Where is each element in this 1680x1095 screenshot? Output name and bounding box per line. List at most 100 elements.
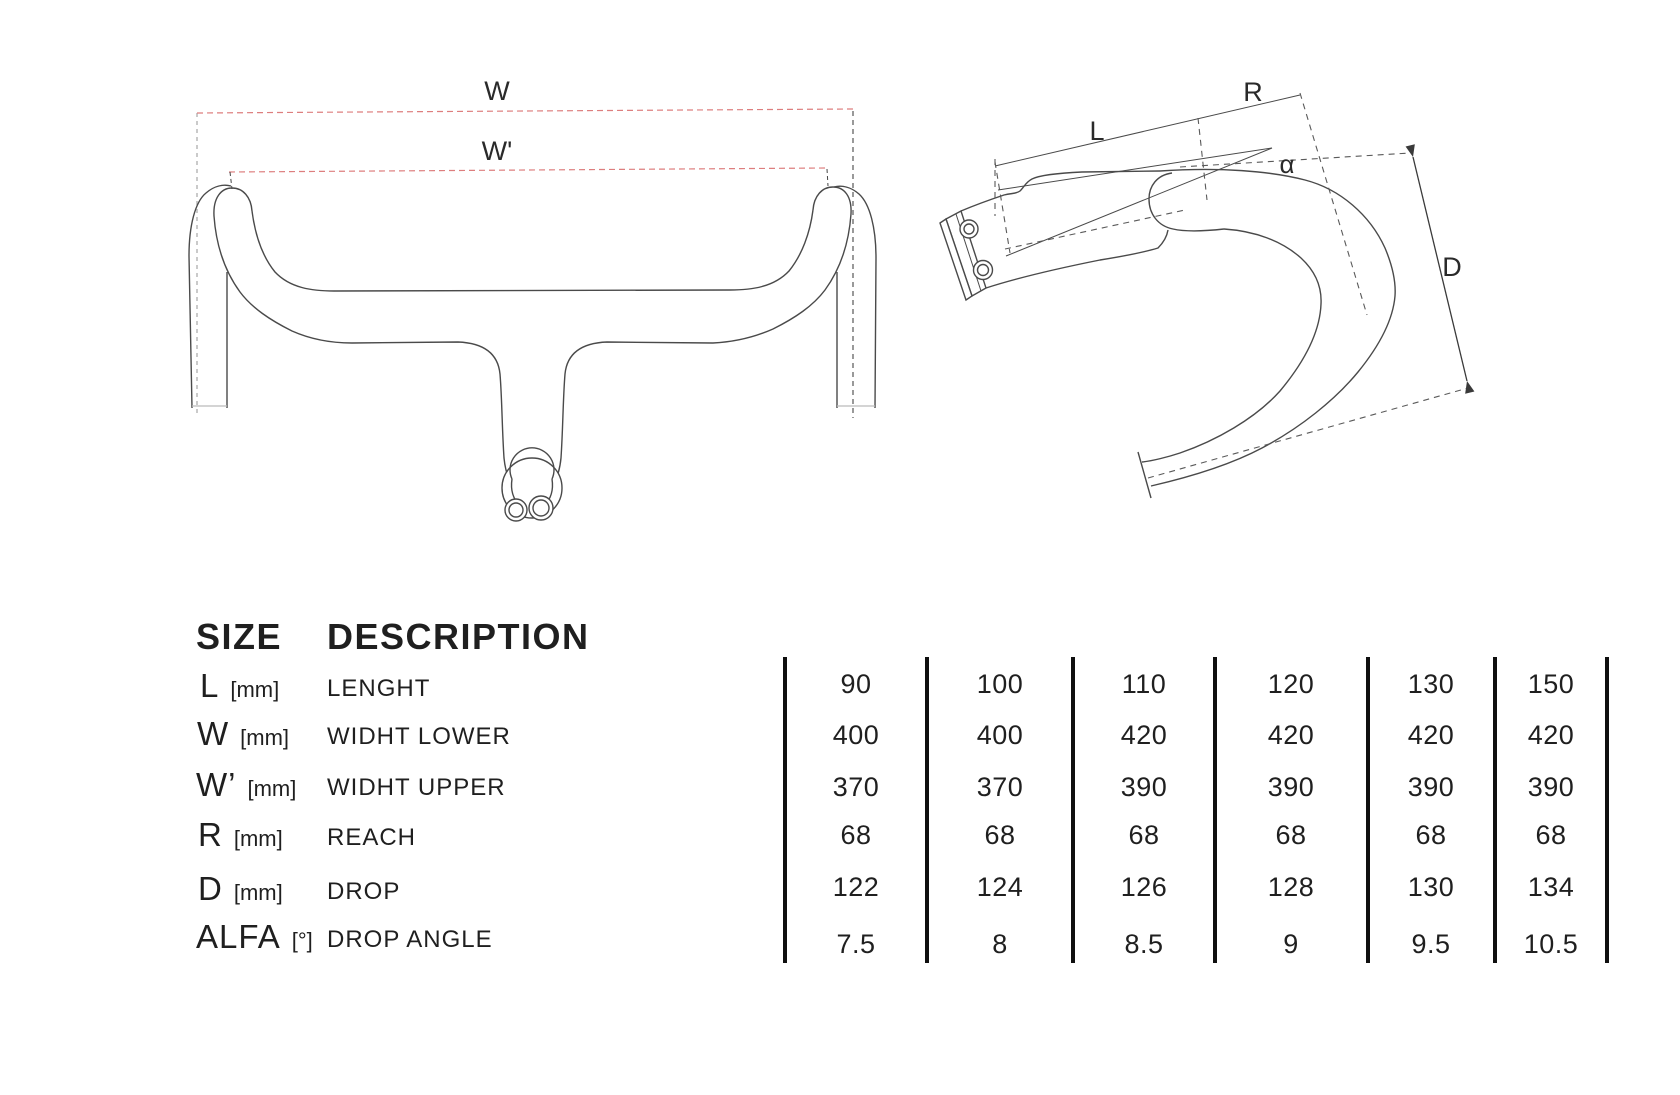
side-bar-clamp bbox=[1148, 172, 1225, 232]
row-symbol: W bbox=[197, 715, 230, 752]
faceplate-bolt-upper bbox=[959, 219, 979, 239]
front-view-diagram: W W' bbox=[188, 76, 877, 522]
front-steerer-clamp bbox=[501, 447, 563, 522]
spec-value: 400 bbox=[976, 720, 1024, 750]
spec-value: 68 bbox=[1128, 820, 1160, 850]
side-hook-inner bbox=[1141, 228, 1322, 463]
table-separator bbox=[1493, 657, 1497, 963]
spec-value: 8.5 bbox=[1124, 929, 1164, 959]
side-lr-dimension-line bbox=[994, 94, 1301, 167]
spec-value: 9.5 bbox=[1411, 929, 1451, 959]
clamp-bolt-left-inner bbox=[508, 502, 524, 518]
side-extension-axis bbox=[1004, 209, 1186, 250]
table-header-size: SIZE bbox=[196, 616, 283, 657]
spec-value: 68 bbox=[840, 820, 872, 850]
side-d-bottom-baseline bbox=[1147, 387, 1469, 479]
row-symbol: D bbox=[198, 870, 223, 907]
front-right-bottom-edge bbox=[712, 213, 852, 344]
row-desc-lenght: LENGHT bbox=[327, 675, 431, 702]
front-flat-bottom-left-into-neck bbox=[351, 341, 512, 484]
faceplate-bolt-upper-inner bbox=[963, 223, 975, 235]
front-flat-bottom-right-into-neck bbox=[553, 341, 714, 484]
spec-value: 120 bbox=[1267, 669, 1315, 699]
clamp-bolt-left bbox=[504, 498, 528, 522]
side-faceplate bbox=[939, 209, 994, 302]
spec-value: 390 bbox=[1527, 772, 1575, 802]
row-desc-widht-lower: WIDHT LOWER bbox=[327, 723, 511, 750]
side-l-label: L bbox=[1089, 116, 1104, 146]
table-separator bbox=[925, 657, 929, 963]
spec-value: 124 bbox=[976, 872, 1024, 902]
side-alpha-label: α bbox=[1279, 149, 1294, 179]
front-right-top-edge bbox=[729, 209, 814, 291]
front-right-bend-cap bbox=[812, 186, 852, 215]
row-label-w-prime: W’ [mm] bbox=[196, 766, 296, 804]
row-unit: [mm] bbox=[233, 826, 283, 851]
spec-value: 10.5 bbox=[1523, 929, 1579, 959]
faceplate-edge bbox=[939, 217, 973, 302]
spec-value: 420 bbox=[1267, 720, 1315, 750]
front-right-drop-outer bbox=[833, 185, 877, 409]
row-symbol: ALFA bbox=[196, 918, 281, 955]
front-w-label: W bbox=[484, 76, 510, 106]
front-left-bend-cap bbox=[213, 187, 253, 217]
row-label-d: D [mm] bbox=[198, 870, 283, 908]
spec-value: 100 bbox=[976, 669, 1024, 699]
spec-value: 90 bbox=[840, 669, 872, 699]
spec-value: 130 bbox=[1407, 872, 1455, 902]
spec-value: 68 bbox=[1415, 820, 1447, 850]
front-w-prime-right-tick bbox=[826, 168, 829, 187]
spec-value: 130 bbox=[1407, 669, 1455, 699]
spec-value: 122 bbox=[832, 872, 880, 902]
side-angle-line-lower bbox=[1005, 147, 1273, 257]
spec-value: 68 bbox=[1275, 820, 1307, 850]
spec-value: 390 bbox=[1267, 772, 1315, 802]
row-label-r: R [mm] bbox=[198, 816, 283, 854]
spec-value: 9 bbox=[1283, 929, 1299, 959]
side-d-label: D bbox=[1442, 252, 1462, 282]
spec-value: 420 bbox=[1120, 720, 1168, 750]
front-left-top-edge bbox=[251, 210, 335, 292]
side-d-dimension-arrow bbox=[1405, 144, 1475, 394]
spec-value: 420 bbox=[1407, 720, 1455, 750]
spec-value: 420 bbox=[1527, 720, 1575, 750]
front-w-prime-dimension-line bbox=[228, 167, 829, 173]
table-separator bbox=[1605, 657, 1609, 963]
row-unit: [mm] bbox=[233, 880, 283, 905]
side-drop-endcap bbox=[1137, 451, 1152, 499]
spec-value: 370 bbox=[832, 772, 880, 802]
front-w-dimension-line bbox=[196, 108, 854, 114]
spec-value: 68 bbox=[1535, 820, 1567, 850]
side-hook-outer bbox=[1150, 168, 1396, 487]
front-w-prime-left-tick bbox=[229, 171, 233, 190]
row-symbol: R bbox=[198, 816, 223, 853]
spec-value: 390 bbox=[1407, 772, 1455, 802]
row-desc-widht-upper: WIDHT UPPER bbox=[327, 774, 506, 801]
table-separator bbox=[783, 657, 787, 963]
clamp-ring-inner bbox=[509, 447, 555, 480]
table-header-description: DESCRIPTION bbox=[327, 616, 590, 657]
spec-value: 390 bbox=[1120, 772, 1168, 802]
table-separator bbox=[1366, 657, 1370, 963]
side-tick-left bbox=[994, 161, 1011, 254]
row-desc-reach: REACH bbox=[327, 824, 417, 851]
spec-value: 370 bbox=[976, 772, 1024, 802]
row-unit: [°] bbox=[291, 928, 313, 953]
row-symbol: L bbox=[200, 667, 220, 704]
side-d-top-baseline bbox=[1179, 152, 1411, 168]
spec-value: 400 bbox=[832, 720, 880, 750]
row-label-l: L [mm] bbox=[200, 667, 279, 705]
spec-value: 126 bbox=[1120, 872, 1168, 902]
front-left-drop-outer bbox=[188, 184, 232, 409]
side-extension-bottom bbox=[985, 229, 1169, 289]
front-flat-top bbox=[333, 289, 731, 292]
row-label-alfa: ALFA [°] bbox=[196, 918, 313, 956]
side-view-diagram: L R α D bbox=[939, 77, 1475, 499]
spec-value: 128 bbox=[1267, 872, 1315, 902]
row-desc-drop-angle: DROP ANGLE bbox=[327, 926, 493, 953]
table-separator bbox=[1213, 657, 1217, 963]
faceplate-bolt-lower bbox=[972, 259, 994, 281]
side-extension-top bbox=[960, 170, 1161, 212]
